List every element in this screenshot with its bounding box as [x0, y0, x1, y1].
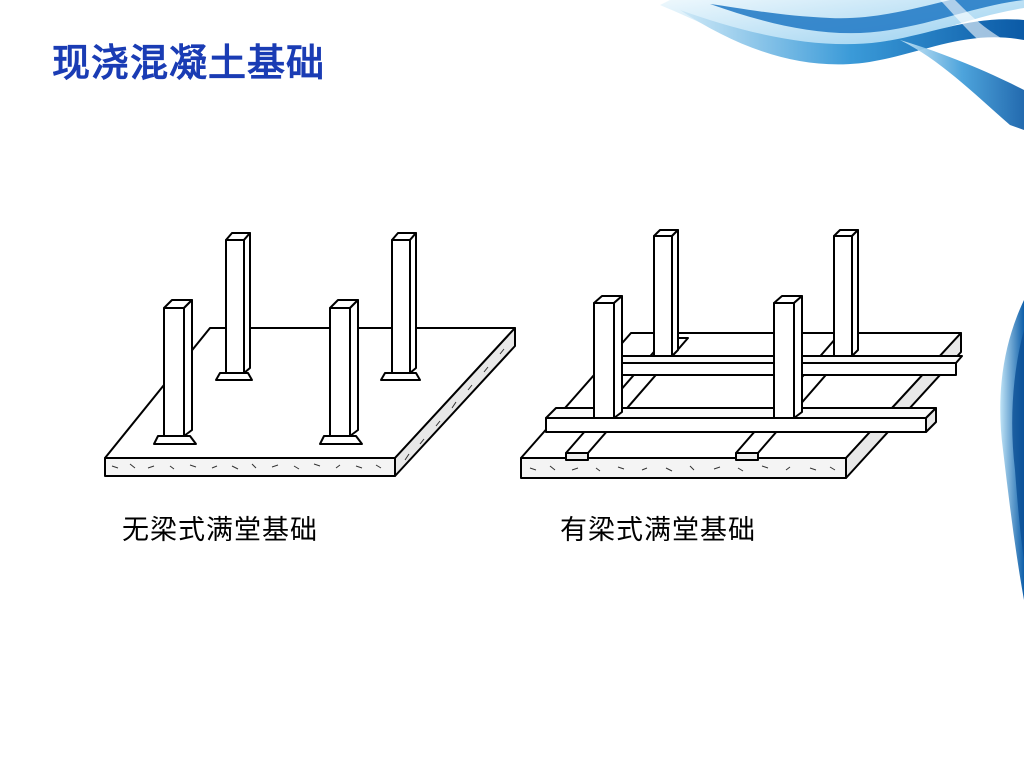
blue-swirl-decoration-top — [660, 0, 1024, 130]
caption-beamed-raft-foundation: 有梁式满堂基础 — [560, 515, 756, 546]
blue-swirl-decoration-right — [1000, 300, 1024, 600]
beamless-raft-foundation-figure — [104, 232, 516, 477]
beamed-raft-foundation-figure — [520, 229, 963, 479]
caption-beamless-raft-foundation: 无梁式满堂基础 — [122, 515, 318, 546]
slide-title: 现浇混凝土基础 — [52, 40, 326, 85]
